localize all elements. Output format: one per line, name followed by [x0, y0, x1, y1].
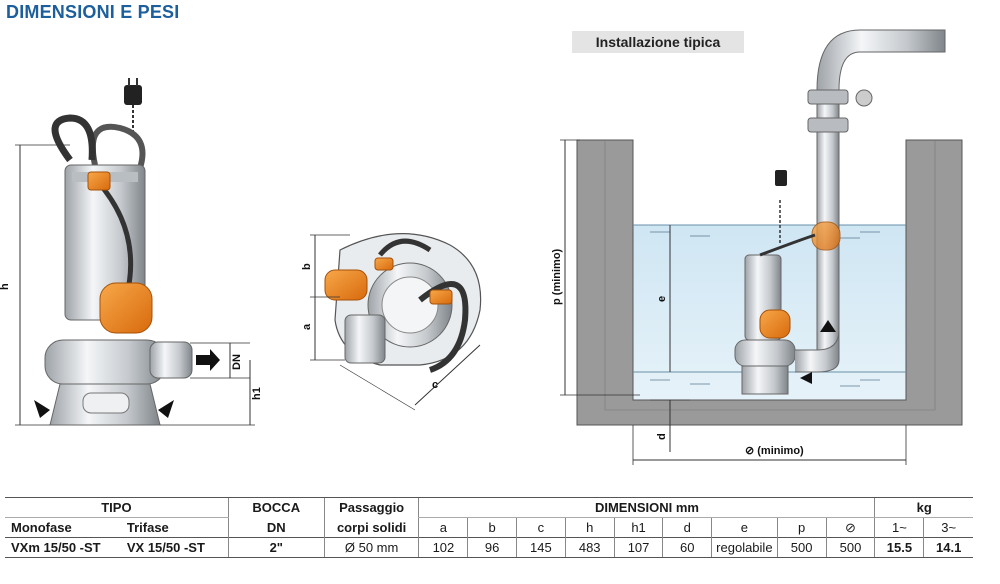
pump-front-view: h DN h1: [0, 78, 263, 426]
technical-drawings: h DN h1 b a c: [0, 29, 963, 465]
header-kg: kg: [874, 497, 973, 518]
cell-monofase: VXm 15/50 -ST: [5, 537, 121, 558]
dim-dn-label: DN: [231, 354, 243, 370]
outlet-arrow-icon: [196, 349, 220, 371]
header-col-box: ⊘: [825, 517, 875, 538]
cell-trifase: VX 15/50 -ST: [120, 537, 229, 558]
header-bocca: BOCCA: [227, 497, 325, 518]
cell-a: 102: [418, 537, 468, 558]
header-dimensioni: DIMENSIONI mm: [418, 497, 875, 518]
cell-h: 483: [564, 537, 615, 558]
installation-drawing: p (minimo) e d ⊘ (minimo): [551, 29, 963, 465]
dim-a-label: a: [301, 323, 313, 330]
header-tipo: TIPO: [5, 497, 229, 518]
dim-d-label: d: [656, 433, 668, 440]
cell-c: 145: [515, 537, 566, 558]
flow-up-arrow-icon: [820, 320, 836, 332]
cell-kg-mono: 15.5: [874, 537, 924, 558]
valve-handle-icon: [855, 89, 873, 107]
header-col-d: d: [662, 517, 712, 538]
table-header-row-1: TIPO BOCCA Passaggio DIMENSIONI mm kg: [5, 497, 973, 518]
cell-p: 500: [776, 537, 827, 558]
header-kg-tri: 3~: [923, 517, 973, 538]
installation-label: Installazione tipica: [572, 31, 744, 53]
header-col-b: b: [467, 517, 517, 538]
dim-p-label: p (minimo): [551, 248, 563, 305]
dim-c-label: c: [432, 379, 438, 391]
table-header-row-2: Monofase Trifase DN corpi solidi a b c h…: [5, 517, 973, 538]
header-col-h: h: [564, 517, 615, 538]
header-col-e: e: [711, 517, 778, 538]
cell-e: regolabile: [711, 537, 778, 558]
dim-h1-label: h1: [251, 387, 263, 400]
header-passaggio: Passaggio: [323, 497, 419, 518]
header-corpi-solidi: corpi solidi: [323, 517, 419, 538]
dim-box-label: ⊘ (minimo): [745, 445, 804, 457]
table-row: VXm 15/50 -ST VX 15/50 -ST 2" Ø 50 mm 10…: [5, 537, 973, 558]
page-title: DIMENSIONI E PESI: [6, 2, 180, 22]
cell-box: 500: [825, 537, 875, 558]
header-dn: DN: [227, 517, 325, 538]
pump-top-view: b a c: [301, 233, 482, 411]
header-col-p: p: [776, 517, 827, 538]
header-col-a: a: [418, 517, 468, 538]
inlet-arrow-icon: [158, 400, 174, 418]
cell-kg-tri: 14.1: [923, 537, 973, 558]
header-col-h1: h1: [613, 517, 663, 538]
inlet-arrow-icon: [800, 372, 812, 384]
cell-b: 96: [467, 537, 517, 558]
cell-dn: 2": [227, 537, 325, 558]
inlet-arrow-icon: [34, 400, 50, 418]
dim-b-label: b: [301, 263, 313, 270]
dim-h-label: h: [0, 283, 11, 290]
header-monofase: Monofase: [11, 520, 72, 535]
header-col-c: c: [515, 517, 566, 538]
cell-d: 60: [662, 537, 712, 558]
cell-h1: 107: [613, 537, 663, 558]
header-trifase: Trifase: [126, 520, 169, 535]
specification-table: TIPO BOCCA Passaggio DIMENSIONI mm kg Mo…: [5, 497, 973, 558]
dim-e-label: e: [656, 296, 668, 302]
header-kg-mono: 1~: [874, 517, 924, 538]
cell-passaggio: Ø 50 mm: [323, 537, 419, 558]
plug-icon: [124, 85, 142, 105]
float-switch: [99, 282, 153, 334]
